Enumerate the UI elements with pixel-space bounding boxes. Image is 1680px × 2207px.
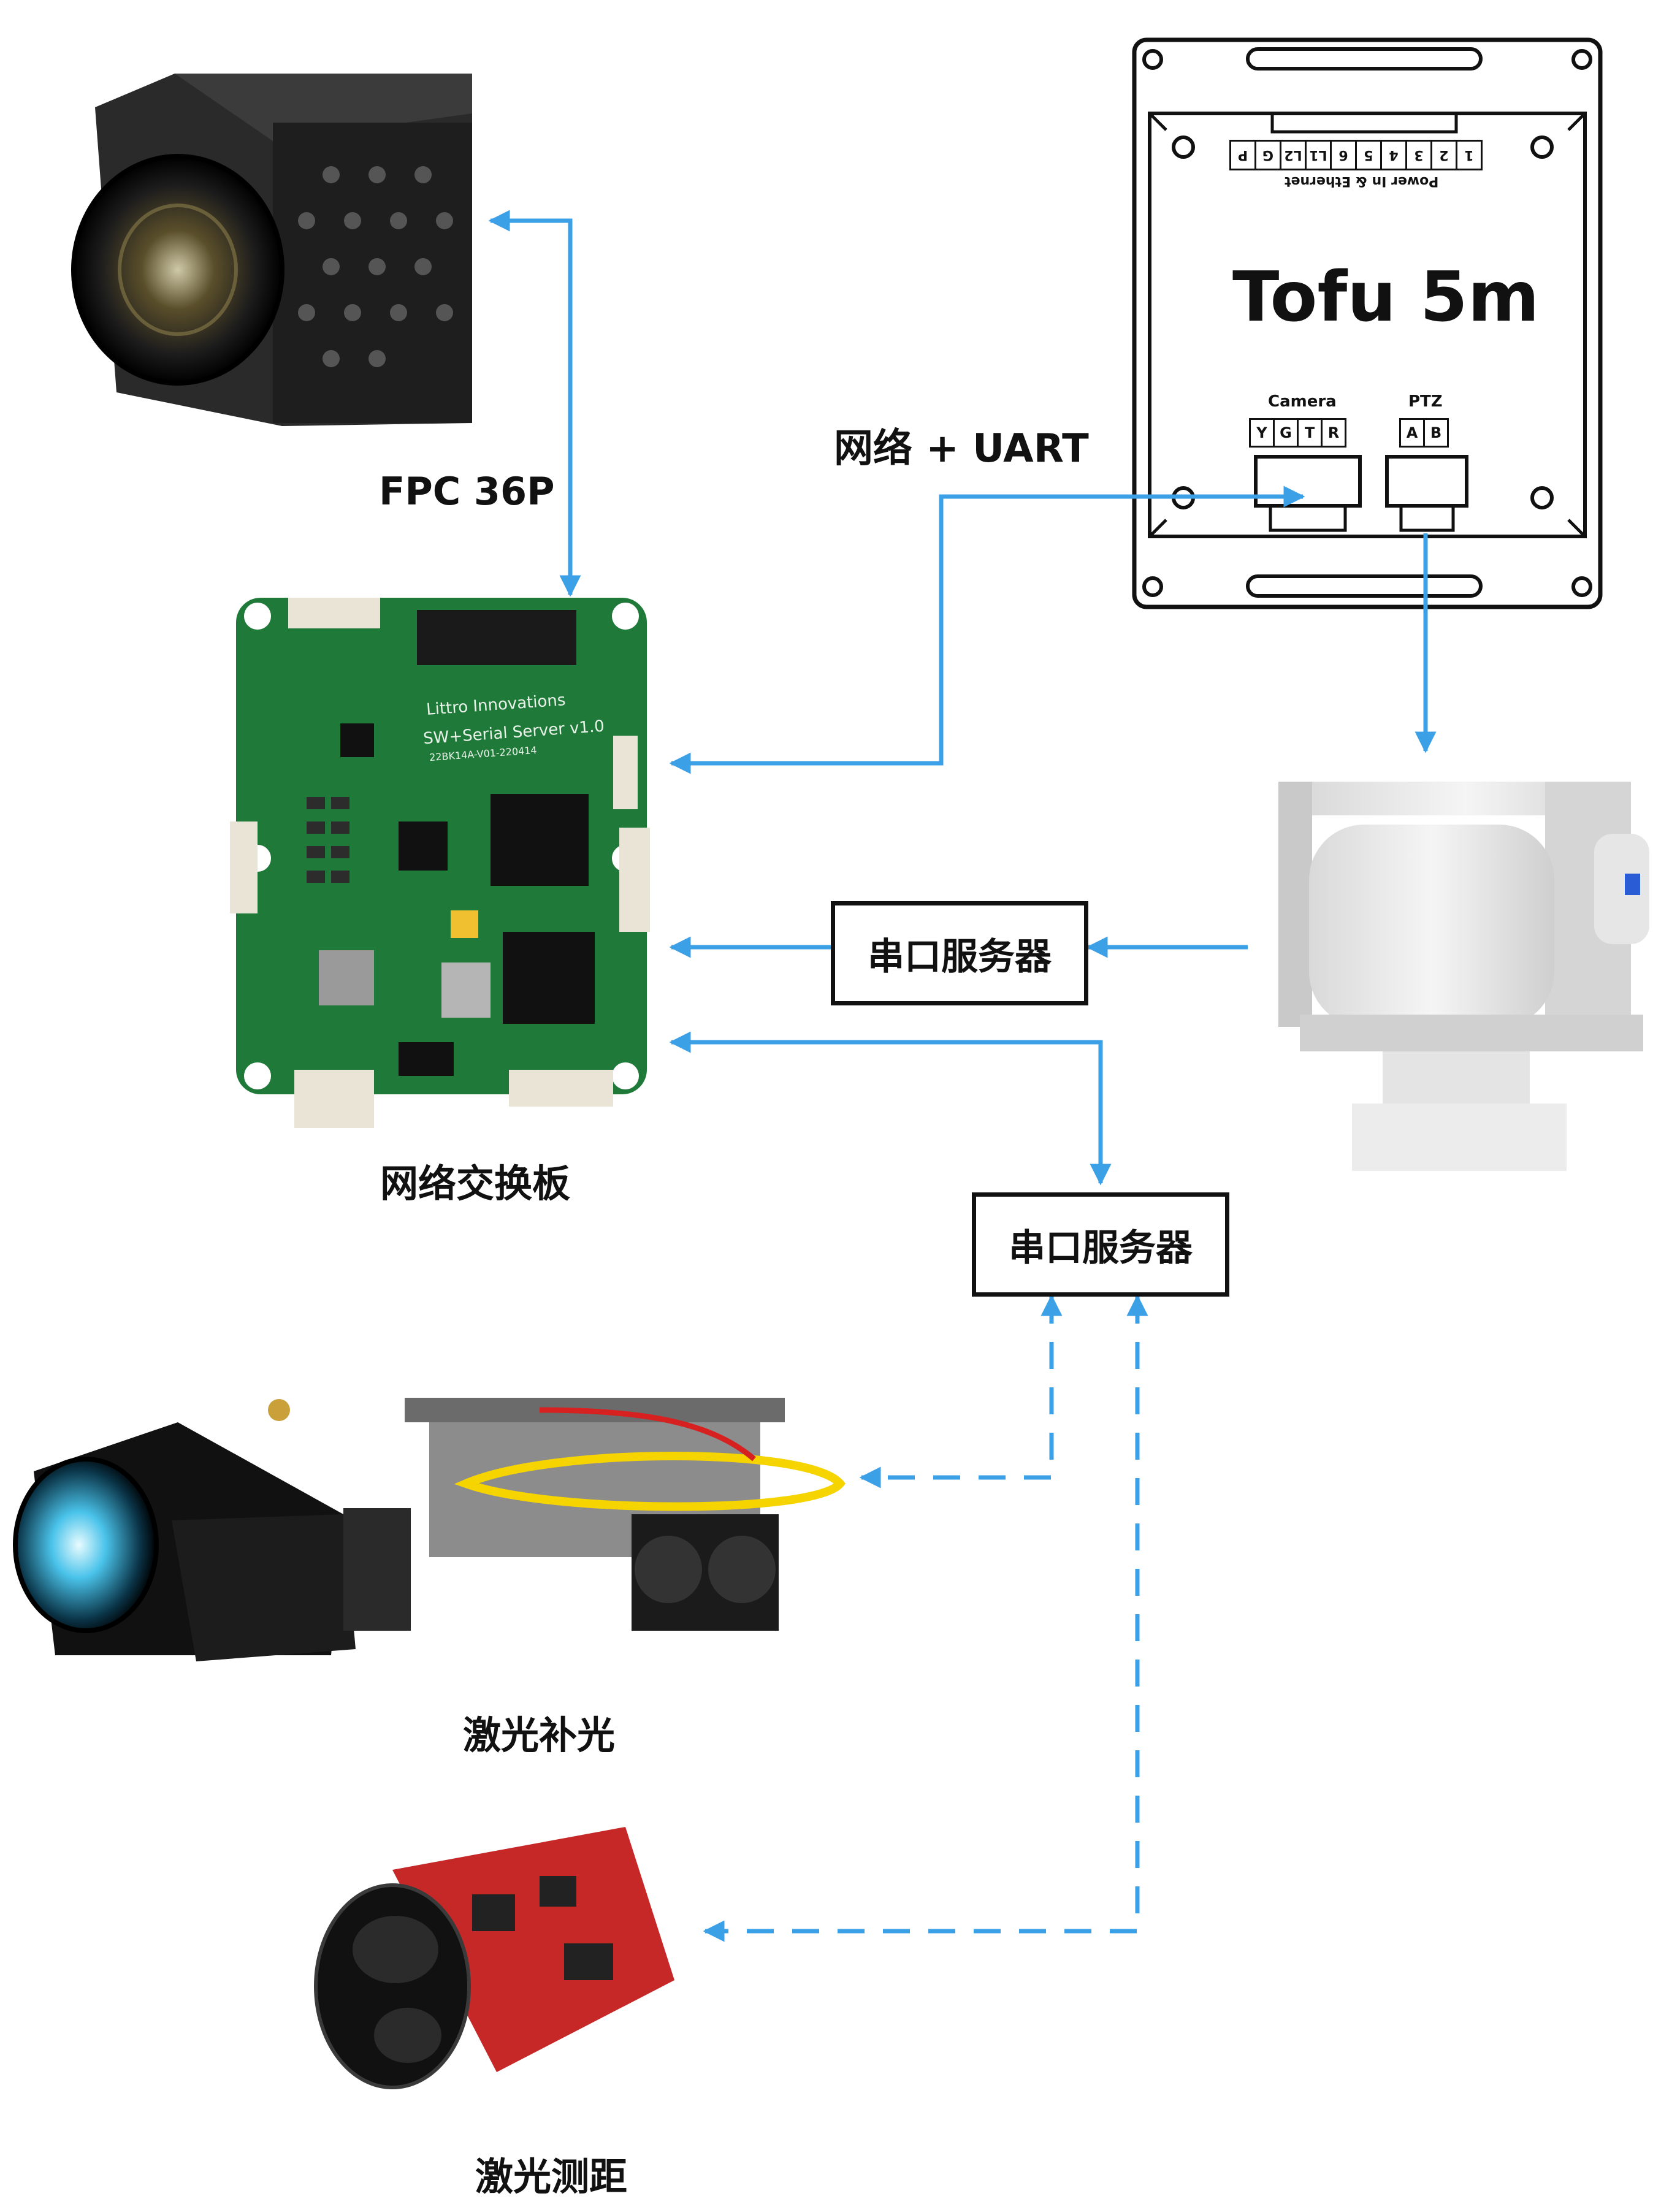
laser-fill-label: 激光补光 (463, 1713, 616, 1758)
switch-board-label: 网络交换板 (380, 1161, 571, 1206)
network-uart-label: 网络 + UART (834, 426, 1089, 471)
connection-lines (488, 210, 1437, 1186)
pin-top_pins-8: G (1254, 140, 1281, 170)
laser-range-image (314, 1827, 674, 2089)
pin-top_pins-4: 5 (1355, 140, 1382, 170)
pin-top_pins-3: 4 (1380, 140, 1407, 170)
tofu-ptz-label: PTZ (1408, 392, 1443, 411)
pin-top_pins-9: P (1229, 140, 1256, 170)
arrow-fpc (488, 210, 581, 597)
dashed-connection-lines (703, 1294, 1148, 1942)
pin-camera_pins-3: R (1321, 418, 1346, 448)
tofu-5m-device (1132, 37, 1603, 609)
arrow-board-serial2 (669, 1031, 1112, 1186)
pin-top_pins-5: 6 (1330, 140, 1357, 170)
serial-server-box-1: 串口服务器 (831, 901, 1088, 1005)
fpc-label: FPC 36P (379, 469, 555, 514)
pin-ptz_pins-0: A (1399, 418, 1425, 448)
arrow-network-uart (669, 486, 1305, 774)
arrow-laser-fill (859, 1294, 1063, 1488)
tofu-title: Tofu 5m (1232, 257, 1540, 337)
pin-camera_pins-2: T (1297, 418, 1323, 448)
pin-top_pins-7: L2 (1280, 140, 1307, 170)
ptz-image (1278, 782, 1649, 1171)
pin-camera_pins-0: Y (1249, 418, 1275, 448)
pin-top_pins-1: 2 (1430, 140, 1457, 170)
pin-top_pins-2: 3 (1405, 140, 1432, 170)
tofu-power-caption: Power In & Ethernet (1285, 173, 1439, 189)
pin-top_pins-6: L1 (1305, 140, 1332, 170)
laser-fill-image (13, 1398, 846, 1661)
pin-camera_pins-1: G (1273, 418, 1299, 448)
zoom-camera-image (71, 74, 472, 426)
serial-server-box-2: 串口服务器 (972, 1192, 1229, 1297)
pin-top_pins-0: 1 (1456, 140, 1483, 170)
laser-range-label: 激光测距 (475, 2154, 628, 2199)
pin-ptz_pins-1: B (1423, 418, 1449, 448)
switch-board-image (230, 598, 650, 1128)
tofu-camera-label: Camera (1268, 392, 1337, 411)
arrow-laser-range (703, 1294, 1148, 1942)
